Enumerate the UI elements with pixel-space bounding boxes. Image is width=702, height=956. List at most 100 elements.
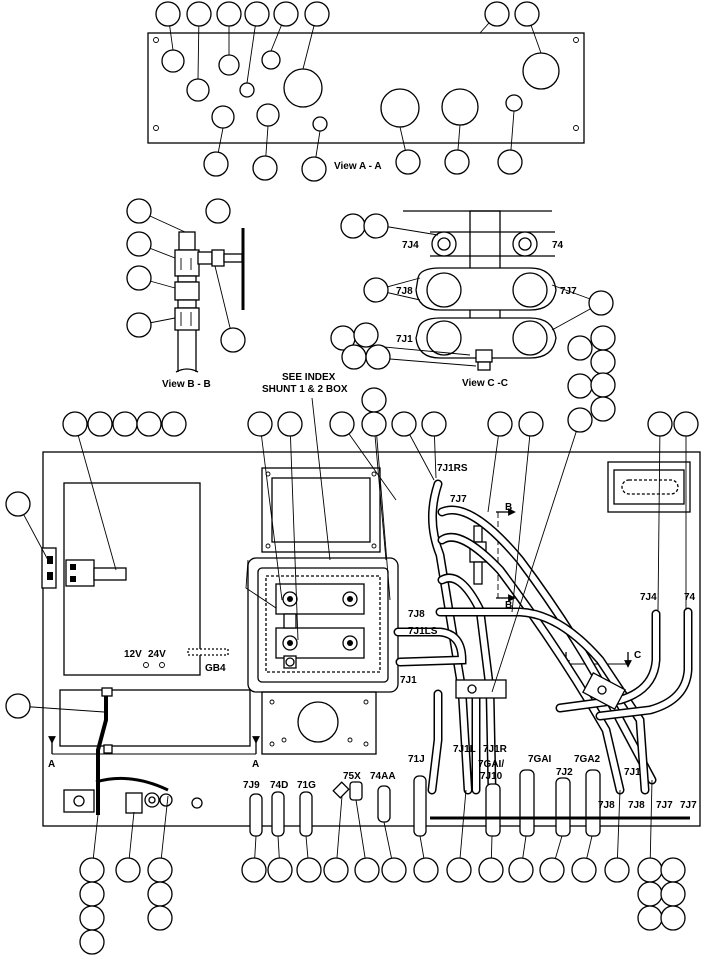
callout-bubble: [62, 411, 88, 437]
callout-bubble: [660, 881, 686, 907]
callout-bubble: [304, 1, 330, 27]
callout-bubble: [115, 857, 141, 883]
callout-bubble: [353, 322, 379, 348]
callout-bubble: [161, 411, 187, 437]
callout-bubble: [567, 335, 593, 361]
callout-bubble: [79, 905, 105, 931]
callout-bubble: [205, 198, 231, 224]
callout-bubble: [247, 411, 273, 437]
callout-bubble: [567, 373, 593, 399]
callout-bubble: [341, 344, 367, 370]
callout-bubble: [590, 396, 616, 422]
label-7j8-bottom: 7J8: [598, 800, 615, 811]
label-75x: 75X: [343, 771, 361, 782]
callout-bubble: [5, 491, 31, 517]
view-c-c-label: View C -C: [462, 378, 508, 389]
label-a-left: A: [48, 759, 55, 770]
label-7j1r: 7J1R: [483, 744, 508, 755]
plate-hole: [441, 88, 479, 126]
view-a-a-label: View A - A: [334, 161, 382, 172]
callout-bubble: [244, 1, 270, 27]
plate-hole: [261, 50, 281, 70]
label-7gai-7j10-line1: 7GAI/: [478, 759, 504, 770]
label-7j9: 7J9: [243, 780, 260, 791]
callout-bubble: [590, 372, 616, 398]
callout-bubble: [112, 411, 138, 437]
view-a-a: View A - A: [147, 1, 585, 182]
plate-hole: [218, 54, 240, 76]
see-index-line1: SEE INDEX: [282, 372, 336, 383]
callout-bubble: [79, 857, 105, 883]
label-24v: 24V: [148, 649, 166, 660]
callout-bubble: [126, 265, 152, 291]
callout-bubble: [508, 857, 534, 883]
callout-bubble: [567, 407, 593, 433]
plate-hole: [283, 68, 323, 108]
callout-bubble: [87, 411, 113, 437]
view-c-label-7j7: 7J7: [560, 286, 577, 297]
callout-bubble: [514, 1, 540, 27]
see-index-line2: SHUNT 1 & 2 BOX: [262, 384, 348, 395]
bottom-connectors: [249, 769, 690, 837]
panel-outline: [42, 451, 701, 827]
callout-bubble: [637, 857, 663, 883]
callout-bubble: [391, 411, 417, 437]
callout-bubble: [444, 149, 470, 175]
label-7gai: 7GAI: [528, 754, 552, 765]
callout-bubble: [539, 857, 565, 883]
callout-bubble: [79, 929, 105, 955]
callout-bubble: [147, 857, 173, 883]
callout-bubble: [147, 881, 173, 907]
cable-runs: [393, 479, 693, 795]
callout-bubble: [252, 155, 278, 181]
callout-bubble: [660, 905, 686, 931]
plate-hole: [312, 116, 328, 132]
callout-bubble: [277, 411, 303, 437]
label-7j4-right: 7J4: [640, 592, 657, 603]
plate-hole: [380, 88, 420, 128]
label-7j7: 7J7: [450, 494, 467, 505]
view-a-a-plate: [147, 32, 585, 144]
callout-bubble: [395, 149, 421, 175]
callout-bubble: [203, 151, 229, 177]
plate-hole: [522, 52, 560, 90]
view-c-label-74: 74: [552, 240, 564, 251]
view-c-label-7j8: 7J8: [396, 286, 413, 297]
callout-bubble: [588, 290, 614, 316]
label-74aa: 74AA: [370, 771, 396, 782]
label-7j8: 7J8: [408, 609, 425, 620]
view-b-b: View B - B: [126, 198, 246, 390]
callout-bubble: [571, 857, 597, 883]
callout-bubble: [590, 349, 616, 375]
callout-bubble: [126, 198, 152, 224]
label-b-bottom: B: [505, 600, 512, 611]
callout-bubble: [361, 411, 387, 437]
callout-bubble: [186, 1, 212, 27]
callout-bubble: [354, 857, 380, 883]
callout-bubble: [126, 231, 152, 257]
label-gb4: GB4: [205, 663, 226, 674]
label-7ga2: 7GA2: [574, 754, 601, 765]
label-7j1ls: 7J1LS: [408, 626, 438, 637]
plate-hole: [211, 105, 235, 129]
callout-bubble: [79, 881, 105, 907]
label-a-right: A: [252, 759, 259, 770]
callout-bubble: [361, 387, 387, 413]
label-7j1rs: 7J1RS: [437, 463, 468, 474]
label-7j2: 7J2: [556, 767, 573, 778]
label-7j1-right: 7J1: [624, 767, 641, 778]
callout-bubble: [220, 327, 246, 353]
label-74d: 74D: [270, 780, 288, 791]
callout-bubble: [296, 857, 322, 883]
callout-bubble: [604, 857, 630, 883]
callout-bubble: [421, 411, 447, 437]
callout-cluster-right: [567, 325, 616, 422]
callout-bubble: [484, 1, 510, 27]
callout-bubble: [126, 312, 152, 338]
callout-bubble: [363, 213, 389, 239]
label-7j7-bottom: 7J7: [656, 800, 673, 811]
callout-bubble: [267, 857, 293, 883]
callout-bubble: [660, 857, 686, 883]
callout-bubble: [365, 344, 391, 370]
